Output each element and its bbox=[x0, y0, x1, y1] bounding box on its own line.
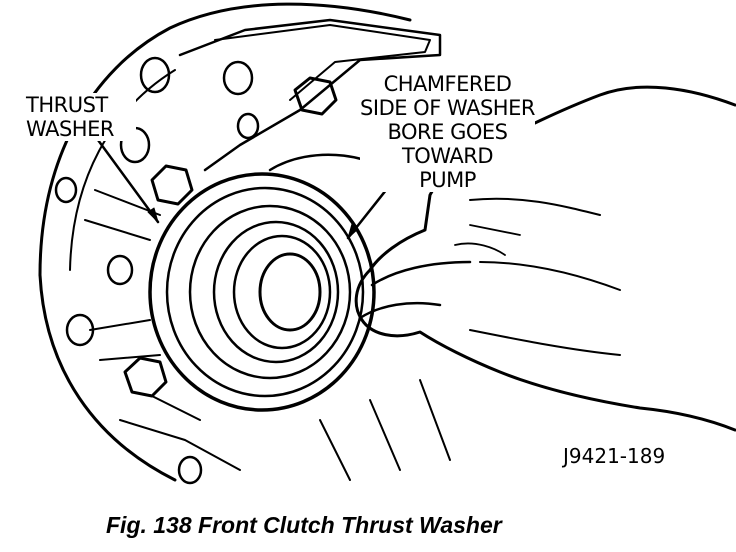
label-line: WASHER bbox=[26, 117, 114, 141]
shaft-ring-1 bbox=[188, 204, 352, 380]
figure-caption: Fig. 138 Front Clutch Thrust Washer bbox=[106, 512, 502, 538]
finger-creases bbox=[469, 197, 621, 356]
thrust-washer-label: THRUST WASHER bbox=[26, 93, 136, 141]
left-web bbox=[84, 189, 161, 361]
bolt-head bbox=[293, 76, 338, 116]
knuckle-lines bbox=[454, 224, 521, 256]
thrust-leader-arrow bbox=[147, 207, 159, 223]
thumb-outline bbox=[358, 260, 472, 320]
bolt-hole bbox=[65, 313, 95, 347]
right-lower-web bbox=[319, 379, 451, 481]
part-number: J9421-189 bbox=[563, 444, 666, 468]
shaft-ring-3 bbox=[232, 234, 332, 350]
thrust-leader bbox=[96, 138, 160, 224]
bolt-hole bbox=[54, 176, 78, 204]
hand-outline bbox=[354, 85, 736, 432]
upper-web bbox=[178, 18, 442, 172]
bolt-hole bbox=[177, 455, 203, 485]
label-line: PUMP bbox=[419, 168, 476, 192]
pump-rim-inner bbox=[69, 69, 176, 271]
lower-web bbox=[119, 394, 241, 471]
thrust-washer-inner bbox=[165, 186, 365, 398]
label-line: SIDE OF WASHER bbox=[360, 96, 535, 120]
pump-housing-lower bbox=[38, 273, 177, 482]
shaft-ring-2 bbox=[212, 220, 340, 364]
label-line: BORE GOES bbox=[387, 120, 508, 144]
chamfered-side-label: CHAMFERED SIDE OF WASHER BORE GOES TOWAR… bbox=[360, 72, 535, 192]
bolt-hole bbox=[222, 60, 254, 96]
bolt-hole bbox=[236, 112, 260, 140]
bolt-head bbox=[123, 356, 168, 398]
pump-housing-outline bbox=[38, 2, 412, 277]
slot-outline bbox=[214, 24, 431, 101]
bolt-hole bbox=[139, 56, 171, 94]
bolt-head bbox=[150, 164, 194, 206]
label-line: THRUST bbox=[26, 93, 108, 117]
shaft-bore bbox=[258, 252, 322, 332]
bolt-hole bbox=[106, 254, 134, 286]
thrust-washer-outer bbox=[148, 172, 376, 412]
label-line: CHAMFERED bbox=[383, 72, 512, 96]
label-line: TOWARD bbox=[401, 144, 494, 168]
chamfer-leader-arrow bbox=[347, 223, 359, 239]
